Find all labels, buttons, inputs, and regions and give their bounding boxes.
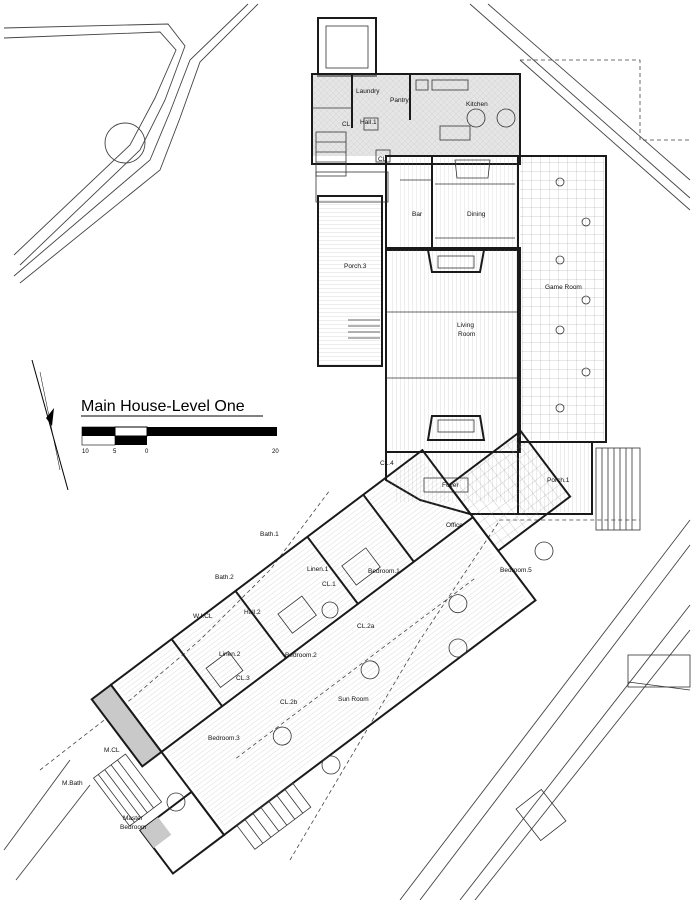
closet-label-cl-3: CL.3	[236, 675, 250, 682]
room-label-game-room: Game Room	[545, 284, 582, 291]
room-label-sun-room: Sun Room	[338, 696, 369, 703]
room-label-linen-1: Linen.1	[307, 566, 329, 573]
ceiling-fan-icons	[166, 541, 554, 812]
room-label-m-bath: M.Bath	[62, 780, 83, 787]
site-lines	[3, 3, 691, 900]
north-arrow-icon	[31, 359, 69, 491]
room-label-linen-2: Linen.2	[219, 651, 241, 658]
closet-label-w-cl: W.I.CL	[193, 613, 213, 620]
closet-label-cl-1: CL.1	[322, 581, 336, 588]
room-label-hall-1: Hall.1	[360, 119, 377, 126]
room-label-hall-2: Hall.2	[244, 609, 261, 616]
room-label-room: Room	[458, 331, 475, 338]
room-label-office: Office	[446, 522, 463, 529]
room-labels: Laundry Pantry Kitchen Hall.1 CL CL Bar …	[62, 88, 582, 831]
closet-label-cl-4: CL.4	[380, 460, 394, 467]
room-label-master-bedroom: Bedroom	[120, 824, 146, 831]
closet-label-mid: CL	[378, 156, 387, 163]
room-label-bedroom-3: Bedroom.3	[208, 735, 240, 742]
room-label-dining: Dining	[467, 211, 486, 218]
room-label-porch-3: Porch.3	[344, 263, 367, 270]
room-label-bedroom-5: Bedroom.5	[500, 567, 532, 574]
closet-label-cl-2b: CL.2b	[280, 699, 298, 706]
room-label-bedroom-2: Bedroom.2	[285, 652, 317, 659]
plan-title: Main House-Level One	[81, 398, 245, 415]
room-label-bedroom-1: Bedroom.1	[368, 568, 400, 575]
scale-tick-0: 0	[145, 449, 149, 455]
room-label-master: Master	[123, 815, 144, 822]
scale-tick-20: 20	[272, 449, 279, 455]
room-label-pantry: Pantry	[390, 97, 410, 104]
closet-label-top: CL	[342, 121, 351, 128]
room-label-foyer: Foyer	[442, 482, 459, 489]
closet-label-m-cl: M.CL	[104, 747, 120, 754]
south-wing	[90, 429, 572, 875]
room-label-laundry: Laundry	[356, 88, 380, 95]
room-label-bath-2: Bath.2	[215, 574, 234, 581]
room-label-kitchen: Kitchen	[466, 101, 488, 108]
room-label-porch-1: Porch.1	[547, 477, 570, 484]
room-label-bath-1: Bath.1	[260, 531, 279, 538]
closet-label-cl-2a: CL.2a	[357, 623, 375, 630]
scale-bar: 10 5 0 20	[81, 426, 279, 455]
room-label-bar: Bar	[412, 211, 423, 218]
room-label-living: Living	[457, 322, 474, 329]
scale-tick-5: 5	[113, 449, 117, 455]
scale-tick-10: 10	[82, 449, 89, 455]
